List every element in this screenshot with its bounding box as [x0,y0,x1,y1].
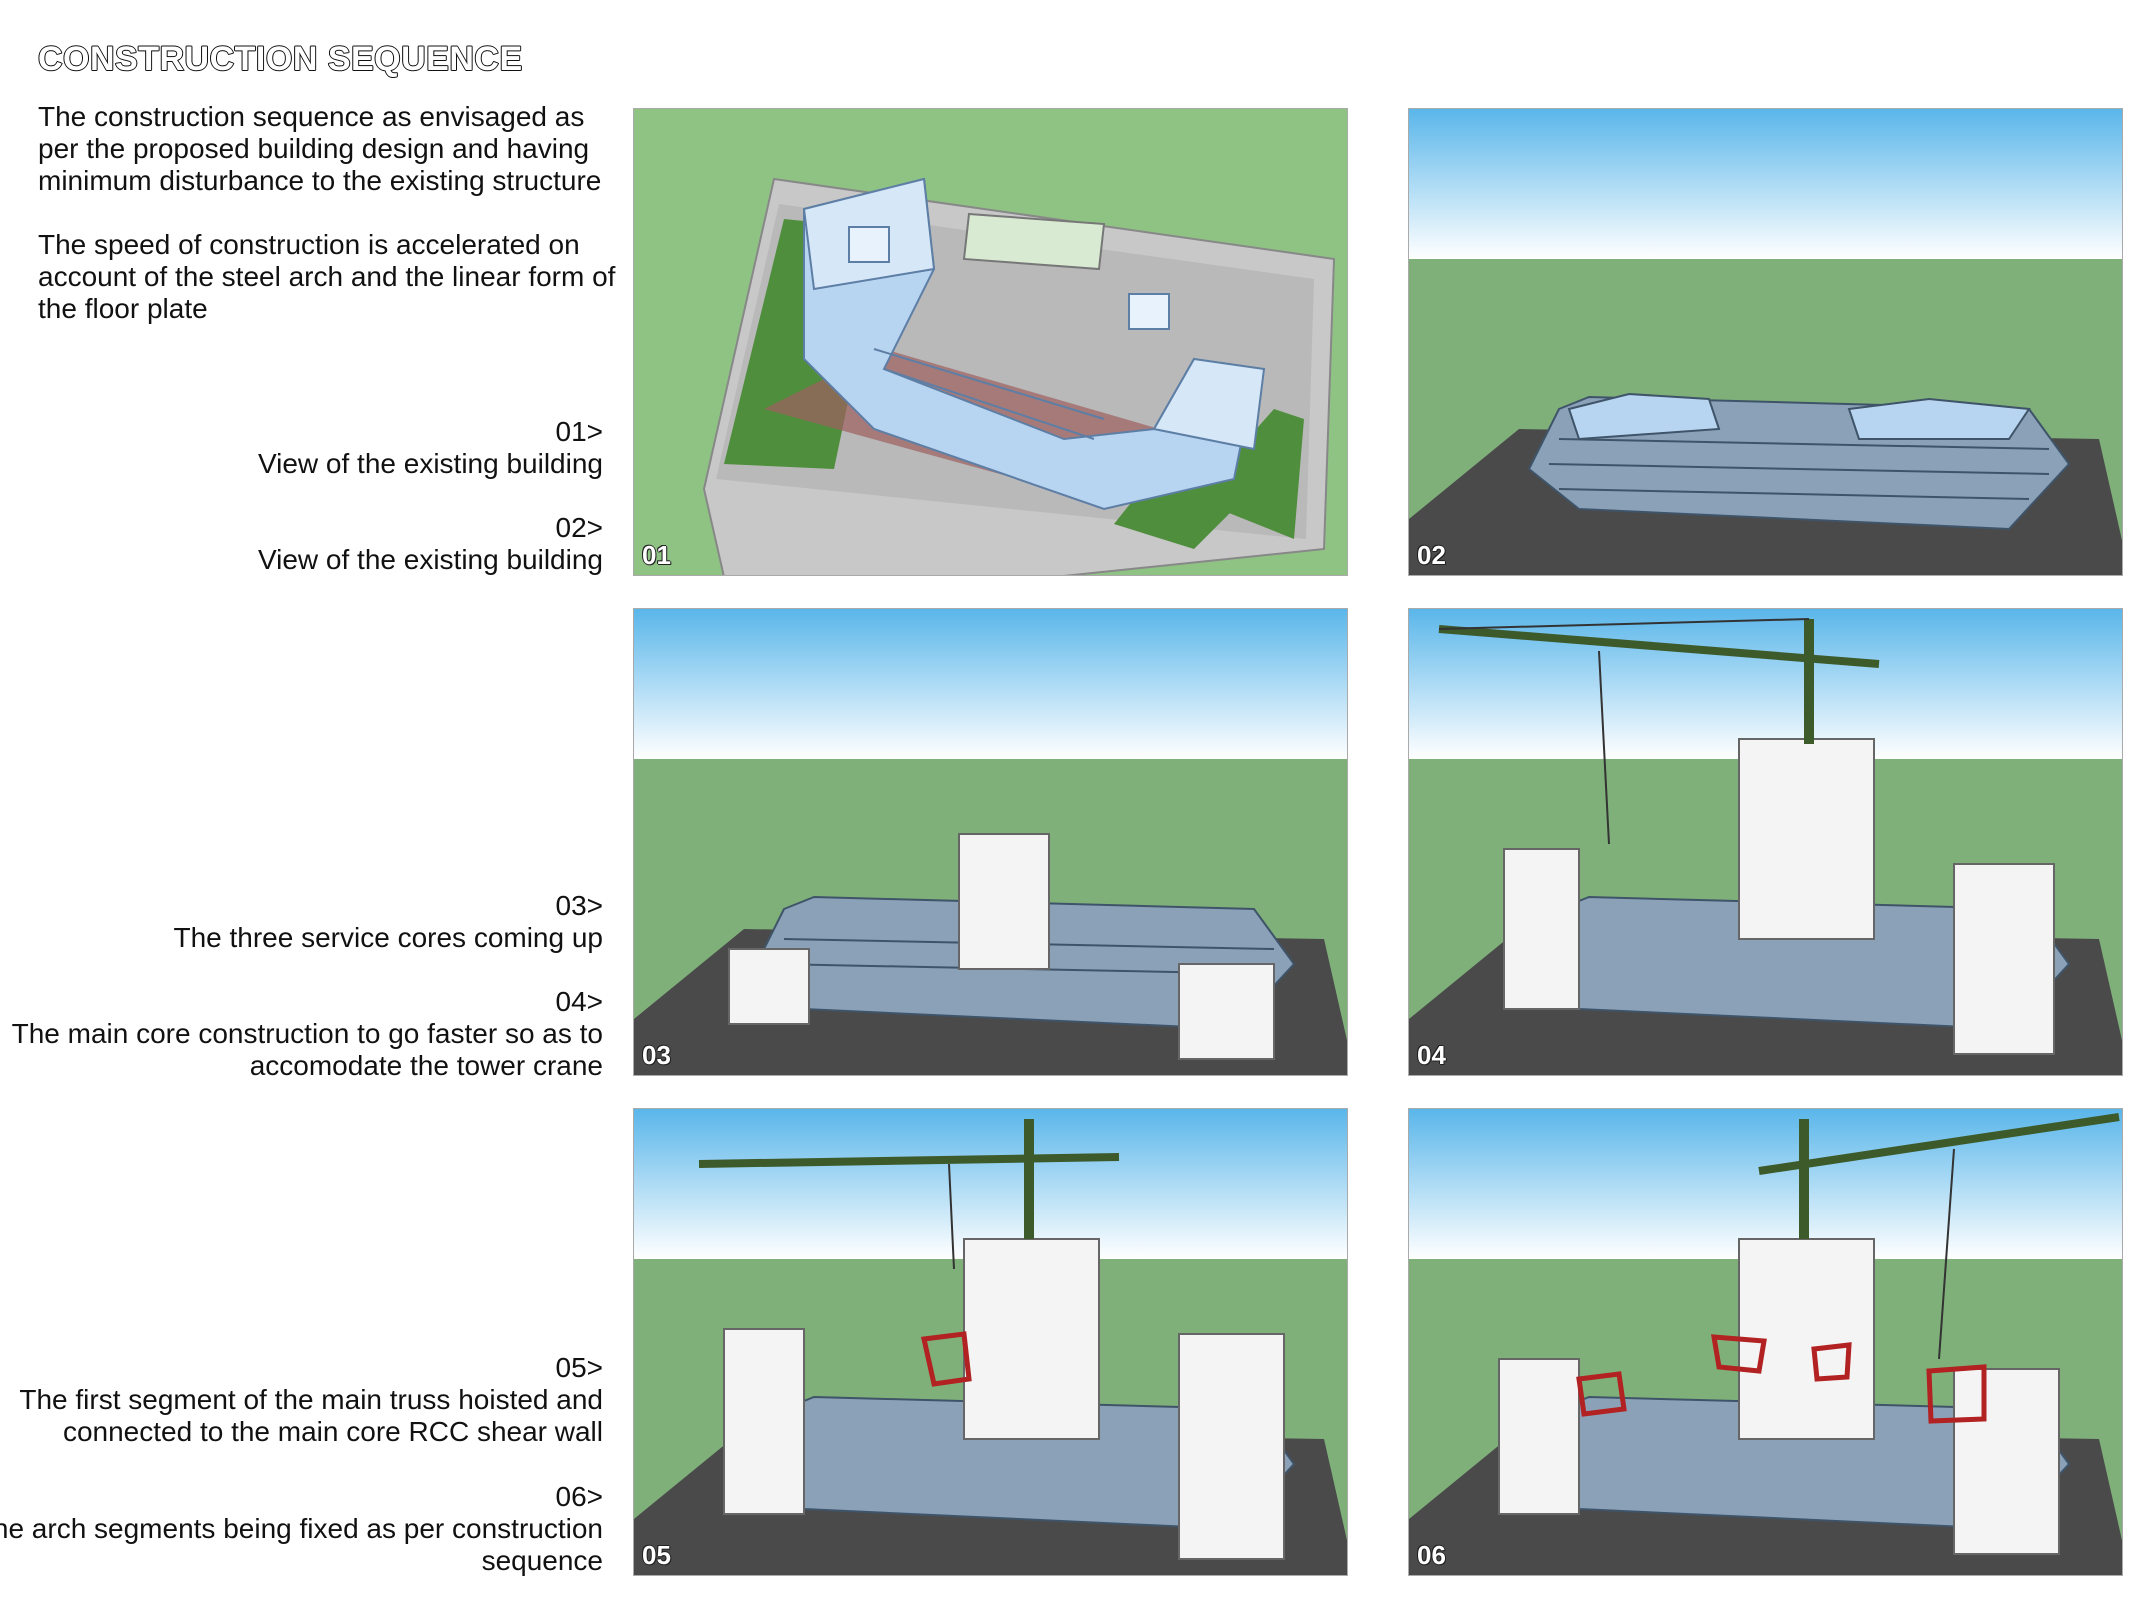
page-title: CONSTRUCTION SEQUENCE [37,39,523,79]
perspective-illustration [634,609,1347,1075]
panel-label: 02 [1417,540,1446,570]
step-description: The three service cores coming up [173,922,603,953]
step-number: 04> [555,986,604,1017]
panel-05-first-truss: 05 [633,1108,1348,1576]
perspective-illustration [634,1109,1347,1575]
step-number: 05> [555,1352,604,1383]
step-number: 06> [555,1481,604,1512]
step-number: 02> [555,512,604,543]
panel-01-existing-plan: 01 [633,108,1348,576]
perspective-illustration [1409,109,2122,575]
step-number: 03> [555,890,604,921]
plan-view-illustration [634,109,1347,575]
step-04: 04> The main core construction to go fas… [0,986,603,1082]
panel-label: 04 [1417,1040,1446,1070]
step-05: 05> The first segment of the main truss … [0,1352,603,1448]
step-number: 01> [555,416,604,447]
intro-paragraph-1: The construction sequence as envisaged a… [38,101,602,196]
panel-label: 06 [1417,1540,1446,1570]
panel-06-arch-segments: 06 [1408,1108,2123,1576]
step-01: 01> View of the existing building [0,416,603,480]
step-description: The arch segments being fixed as per con… [0,1513,603,1576]
panel-label: 05 [642,1540,671,1570]
intro-paragraph-2: The speed of construction is accelerated… [38,229,616,324]
step-description: View of the existing building [257,448,603,479]
panel-label: 03 [642,1040,671,1070]
step-03: 03> The three service cores coming up [0,890,603,954]
step-06: 06> The arch segments being fixed as per… [0,1481,603,1577]
panel-03-service-cores: 03 [633,608,1348,1076]
perspective-illustration [1409,609,2122,1075]
step-description: The first segment of the main truss hois… [19,1384,603,1447]
perspective-illustration [1409,1109,2122,1575]
step-description: The main core construction to go faster … [11,1018,603,1081]
panel-02-existing-perspective: 02 [1408,108,2123,576]
step-02: 02> View of the existing building [0,512,603,576]
panel-04-main-core-crane: 04 [1408,608,2123,1076]
step-description: View of the existing building [257,544,603,575]
panel-label: 01 [642,540,671,570]
